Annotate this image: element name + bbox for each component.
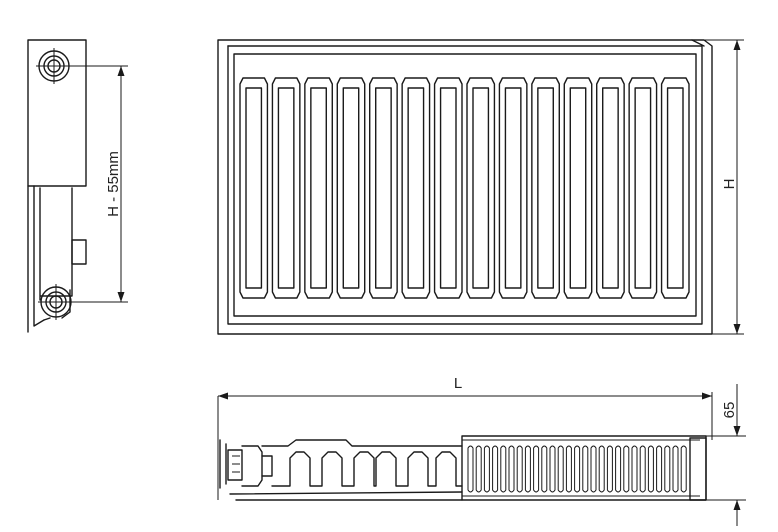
top-view-end-cap [689,437,707,501]
side-view-top-bracket [27,39,87,187]
dense-fin [467,445,474,493]
front-column-inner [569,87,587,289]
top-view-bottom-plate [229,491,463,501]
dimension-h-minus-55: H - 55mm [70,65,128,303]
top-view-top-fins [261,439,463,447]
dense-fin [574,445,581,493]
dense-fin [524,445,531,493]
front-column [660,77,690,299]
front-column-inner [504,87,522,289]
front-column [563,77,593,299]
front-column-inner [602,87,619,289]
front-column-inner [342,87,360,289]
front-column-inner [375,87,392,289]
bottom-connector-icon [38,284,74,321]
front-outer-frame [217,39,713,335]
dimension-h: H [704,39,744,335]
front-column [531,77,560,299]
side-view-inner [39,187,73,301]
front-column [466,77,496,299]
dense-fin [656,445,663,493]
dense-fin [475,445,482,493]
front-column [596,77,625,299]
label-h: H [721,179,738,190]
dense-fin [680,445,687,493]
label-65: 65 [721,402,738,419]
dense-fin [516,445,523,493]
dense-fin [533,445,540,493]
front-column [304,77,333,299]
front-column-inner [666,87,684,289]
dense-fin [590,445,597,493]
dimension-65: 65 [706,384,746,526]
front-panel-border [233,53,697,317]
dense-fin [647,445,654,493]
top-connector-icon [36,48,72,84]
label-l: L [454,375,462,392]
dense-fin [508,445,515,493]
dense-fin [664,445,671,493]
front-column-inner [245,87,263,289]
dense-fin [631,445,638,493]
front-column-inner [472,87,490,289]
front-column [336,77,366,299]
front-column [239,77,269,299]
front-column [271,77,301,299]
dense-fin [623,445,630,493]
dense-fin [615,445,622,493]
front-column-inner [439,87,457,289]
top-view-dense-fins [467,445,687,493]
side-view-wall-clip [71,239,87,265]
front-inner-frame [227,45,703,325]
label-h-minus-55mm: H - 55mm [105,151,122,217]
front-column-inner [310,87,327,289]
dense-fin [541,445,548,493]
dense-fin [557,445,564,493]
front-view: H [217,39,744,335]
dense-fin [582,445,589,493]
dense-fin [565,445,572,493]
dimension-l: L [217,375,713,500]
dense-fin [672,445,679,493]
front-column [498,77,528,299]
front-column [628,77,658,299]
front-column-inner [634,87,652,289]
front-convector-columns [239,77,690,299]
side-view: H - 55mm [27,39,128,333]
top-view-connector-icon [219,439,273,489]
dense-fin [492,445,499,493]
side-view-body [27,185,45,333]
top-view-fin-profile [271,451,463,487]
front-column [433,77,463,299]
dense-fin [606,445,613,493]
front-column-inner [537,87,554,289]
front-column [369,77,398,299]
dense-fin [483,445,490,493]
front-column-inner [277,87,295,289]
front-column [401,77,431,299]
dense-fin [549,445,556,493]
front-column-inner [407,87,425,289]
dense-fin [500,445,507,493]
dense-fin [598,445,605,493]
dense-fin [639,445,646,493]
top-view: L 65 [217,375,746,526]
